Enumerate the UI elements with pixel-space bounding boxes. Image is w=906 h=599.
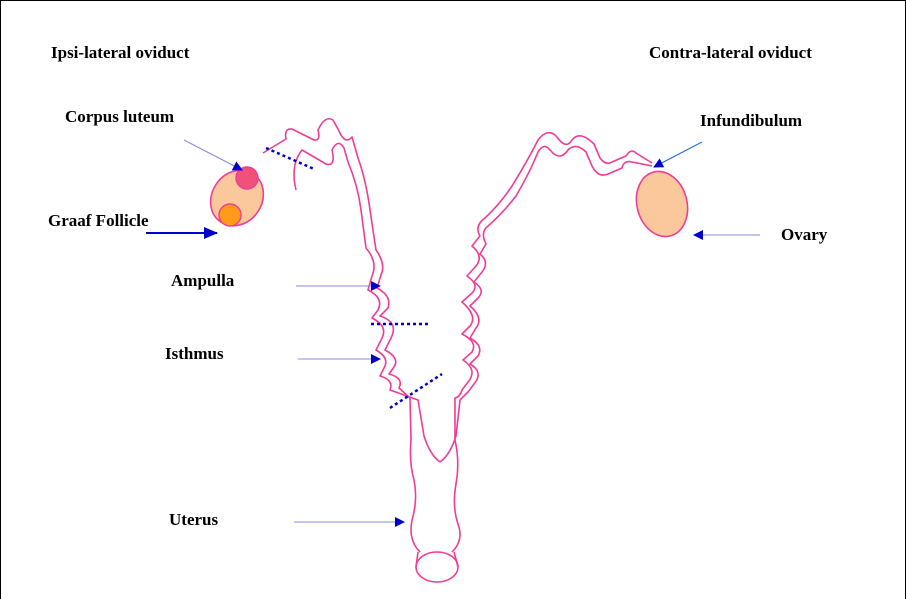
- graaf-follicle: [219, 204, 241, 226]
- infundibulum-ampulla-boundary: [266, 148, 314, 169]
- cervix-side-left: [416, 552, 418, 567]
- left-ovary: [200, 160, 274, 236]
- right-oviduct-inner-wall: [440, 146, 652, 462]
- corpus-luteum: [236, 167, 258, 189]
- right-oviduct-outer-wall: [452, 133, 652, 552]
- arrow-corpus-luteum: [184, 140, 242, 170]
- cervix-opening: [416, 552, 458, 582]
- right-ovary: [629, 166, 694, 243]
- arrow-infundibulum: [654, 142, 702, 167]
- left-oviduct-outer-wall: [263, 119, 420, 552]
